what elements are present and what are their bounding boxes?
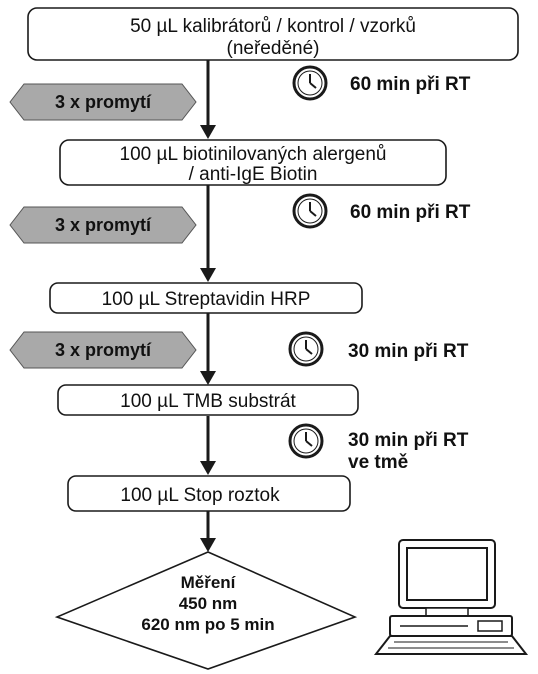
incubation-1-label: 60 min při RT (350, 74, 471, 95)
wash-1-label: 3 x promytí (55, 92, 152, 112)
arrowhead-4 (200, 461, 216, 475)
step-5-line-1: 100 µL Stop roztok (120, 485, 280, 506)
step-4-line-1: 100 µL TMB substrát (120, 391, 296, 412)
incubation-2-label: 60 min při RT (350, 202, 471, 223)
measurement-line-3: 620 nm po 5 min (141, 615, 274, 634)
wash-step-1: 3 x promytí (9, 83, 197, 121)
wash-2-label: 3 x promytí (55, 215, 152, 235)
step-1-line-1: 50 µL kalibrátorů / kontrol / vzorků (130, 16, 416, 37)
step-2-line-1: 100 µL biotinilovaných alergenů (120, 144, 387, 165)
clock-icon (292, 193, 328, 229)
arrowhead-1 (200, 125, 216, 139)
step-3-line-1: 100 µL Streptavidin HRP (102, 289, 311, 310)
incubation-3-label: 30 min při RT (348, 341, 469, 362)
clock-icon (288, 423, 324, 459)
arrowhead-2 (200, 268, 216, 282)
step-box-4: 100 µL TMB substrát (57, 384, 359, 416)
step-box-5: 100 µL Stop roztok (67, 475, 351, 512)
computer-icon (373, 539, 529, 655)
step-1-line-2: (neředěné) (227, 38, 320, 59)
step-box-2: 100 µL biotinilovaných alergenů / anti-I… (59, 139, 447, 186)
incubation-4-line-2: ve tmě (348, 452, 408, 473)
step-box-3: 100 µL Streptavidin HRP (49, 282, 363, 314)
measurement-diamond: Měření 450 nm 620 nm po 5 min (54, 551, 358, 670)
clock-icon (288, 331, 324, 367)
wash-3-label: 3 x promytí (55, 340, 152, 360)
measurement-line-1: Měření (181, 573, 237, 592)
flow-arrowheads (200, 125, 216, 552)
clock-icon (292, 65, 328, 101)
wash-step-3: 3 x promytí (9, 331, 197, 369)
step-box-1: 50 µL kalibrátorů / kontrol / vzorků (ne… (27, 7, 519, 61)
step-2-line-2: / anti-IgE Biotin (189, 164, 318, 185)
arrowhead-3 (200, 371, 216, 385)
incubation-4-line-1: 30 min při RT (348, 430, 469, 451)
measurement-line-2: 450 nm (179, 594, 238, 613)
wash-step-2: 3 x promytí (9, 206, 197, 244)
arrowhead-5 (200, 538, 216, 552)
